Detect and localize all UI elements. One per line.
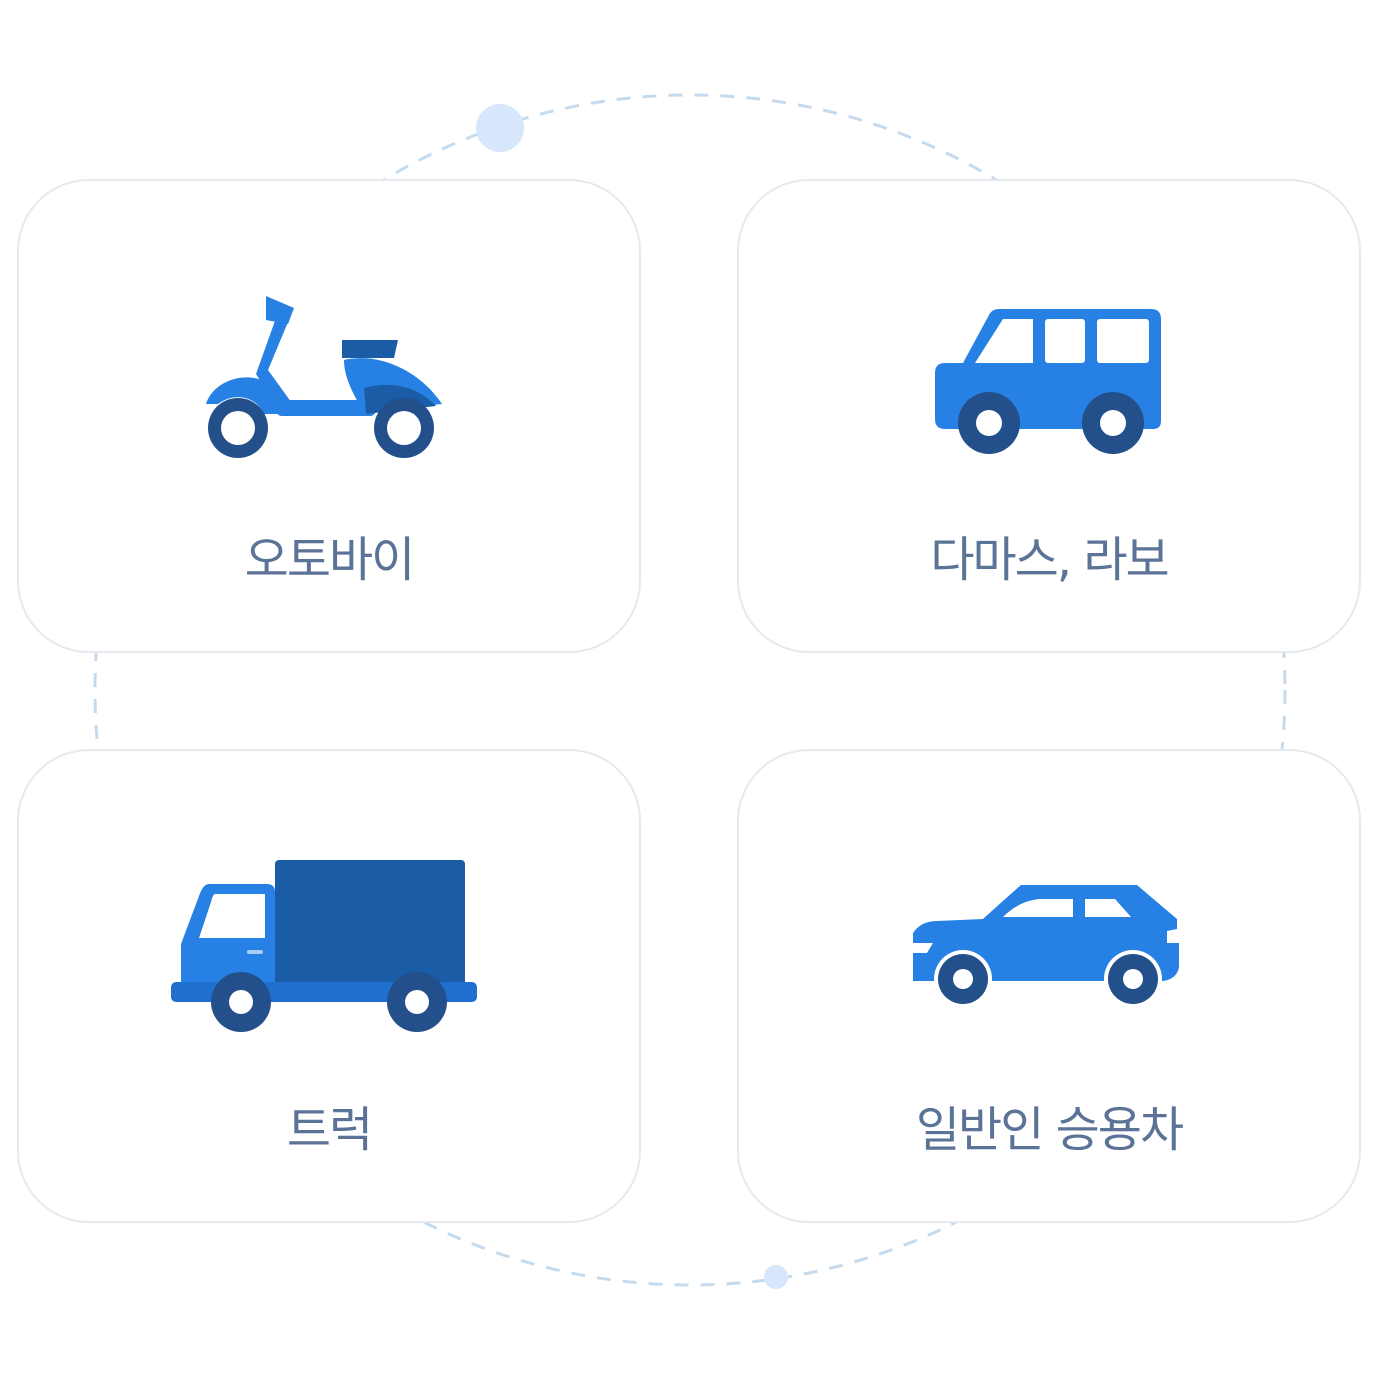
vehicle-card-motorcycle[interactable]: 오토바이 — [17, 179, 641, 653]
truck-icon — [19, 851, 639, 1051]
vehicle-card-truck[interactable]: 트럭 — [17, 749, 641, 1223]
vehicle-card-car[interactable]: 일반인 승용차 — [737, 749, 1361, 1223]
scooter-icon — [19, 281, 639, 481]
vehicle-label: 오토바이 — [244, 532, 416, 588]
vehicle-label: 일반인 승용차 — [915, 1102, 1184, 1158]
vehicle-card-van[interactable]: 다마스, 라보 — [737, 179, 1361, 653]
ring-dot-large — [476, 104, 524, 152]
ring-dot-small — [764, 1265, 788, 1289]
vehicle-label: 다마스, 라보 — [930, 532, 1169, 588]
vehicle-label: 트럭 — [286, 1102, 373, 1158]
van-icon — [739, 281, 1359, 481]
car-icon — [739, 851, 1359, 1051]
